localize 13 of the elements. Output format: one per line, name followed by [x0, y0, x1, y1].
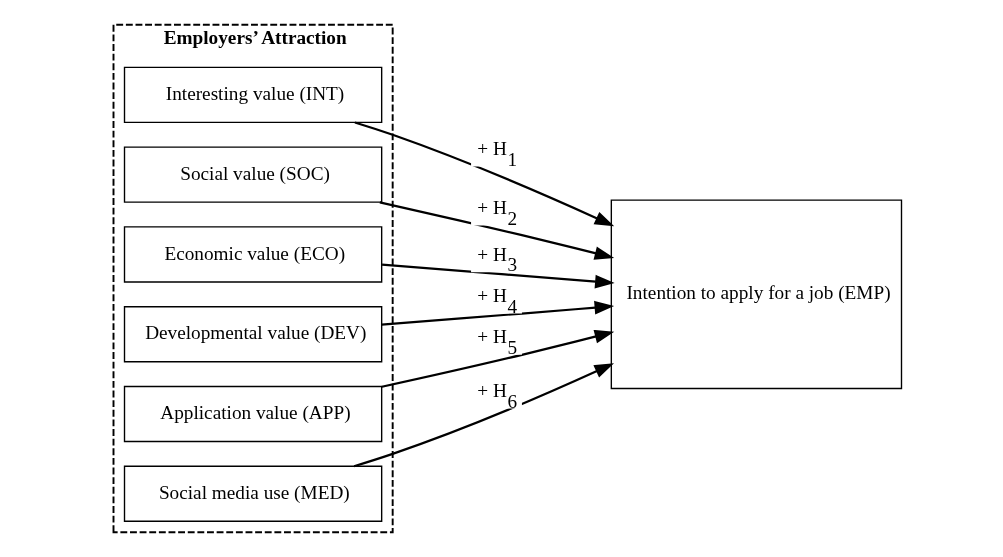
node-box: Developmental value (DEV) — [123, 306, 382, 363]
arrow — [354, 121, 614, 227]
node-box: Interesting value (INT) — [123, 66, 382, 124]
node-box: Social media use (MED) — [123, 465, 382, 522]
arrow — [353, 363, 614, 468]
arrow — [379, 201, 614, 260]
arrow — [381, 329, 614, 388]
arrow — [381, 263, 615, 289]
node-box: Economic value (ECO) — [123, 226, 382, 283]
node-box: Social value (SOC) — [123, 146, 382, 203]
node-box: Application value (APP) — [123, 385, 382, 443]
node-box: Intention to apply for a job (EMP) — [610, 199, 902, 390]
arrow — [381, 300, 614, 326]
